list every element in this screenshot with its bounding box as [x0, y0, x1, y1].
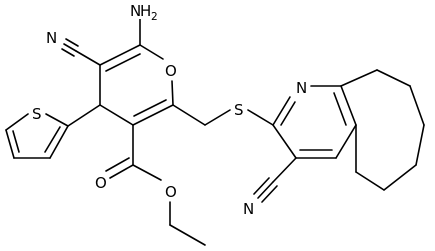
bond-s-pyr	[247, 109, 274, 126]
bond-c3-cn	[272, 157, 297, 183]
bond-c5-cn	[75, 50, 101, 66]
bond-c5-c6-double	[105, 53, 141, 72]
bond-c5-c6	[99, 44, 141, 66]
bond-o1-c2	[171, 80, 174, 106]
bond-th-c4-c5	[5, 129, 15, 159]
bond-c2-c3-double	[133, 99, 167, 117]
amine-h-label: H	[140, 2, 151, 20]
label-bg	[163, 182, 177, 200]
bond-c2-c3	[132, 104, 174, 126]
bond-cn-triple-a	[63, 43, 77, 52]
bond-ester-co	[109, 164, 134, 179]
label-bg	[232, 100, 246, 118]
bond-th-c2-c3	[49, 125, 69, 159]
label-bg	[241, 199, 257, 217]
bond-cyc-3	[409, 85, 425, 126]
bond-cn-triple-c	[61, 48, 75, 57]
bond-th-s-c2	[45, 113, 69, 127]
label-bg	[294, 78, 310, 96]
bond-layer	[5, 17, 425, 246]
ester-carbonyl-oxygen-label: O	[95, 174, 107, 192]
thiophene-sulfur-label: S	[32, 105, 42, 123]
bond-cn2-triple-a	[257, 181, 274, 199]
bond-pyr-c3-c2	[272, 124, 297, 159]
bond-cyc-4	[415, 124, 425, 166]
ester-ether-oxygen-label: O	[165, 183, 177, 201]
thioether-sulfur-label: S	[234, 101, 244, 119]
bond-pyr-c8a-c4a	[340, 85, 357, 126]
bond-pyr-c4a-c4	[335, 124, 357, 159]
bond-cn2-triple-b	[253, 177, 270, 195]
bond-th-c4-c5-double	[12, 130, 20, 153]
bond-cyc-2	[376, 69, 411, 87]
atom-label-layer: N H 2 O N S S N O O N	[30, 2, 310, 218]
pyran-oxygen-label: O	[165, 62, 177, 80]
bond-c4-thienyl	[67, 104, 101, 127]
bond-cyc-5	[383, 164, 417, 191]
label-bg	[163, 61, 177, 79]
label-bg	[128, 2, 158, 19]
bond-pyr-c2-n	[272, 96, 291, 126]
label-bg	[93, 173, 107, 191]
bond-ester-co-double	[105, 157, 130, 172]
bond-c3-c4	[99, 104, 134, 126]
cyano-n-left-label: N	[46, 29, 57, 47]
bond-th-c2-c3-double	[44, 126, 61, 153]
bond-th-c5-s	[5, 113, 29, 131]
pyridine-nitrogen-label: N	[296, 79, 307, 97]
bond-cn-triple-b	[65, 38, 79, 47]
bond-c2-ch2	[172, 104, 206, 126]
label-bg	[44, 28, 60, 46]
bond-ch2-s	[204, 109, 231, 126]
cyano-n-bottom-label: N	[243, 200, 254, 218]
bond-cyc-1	[340, 69, 378, 87]
bond-ester-c-o	[132, 164, 162, 181]
amine-n-label: N	[130, 2, 141, 20]
amine-h-count: 2	[151, 11, 158, 23]
bond-pyr-c2-n-double	[280, 101, 296, 126]
bond-c6-o1	[139, 44, 164, 60]
bond-pyr-c8a-c4a-double	[333, 92, 347, 126]
bond-cyc-6	[355, 171, 385, 191]
bond-ch2-ch3	[169, 224, 206, 246]
bond-cn2-triple-c	[261, 185, 278, 203]
label-bg	[30, 104, 44, 122]
